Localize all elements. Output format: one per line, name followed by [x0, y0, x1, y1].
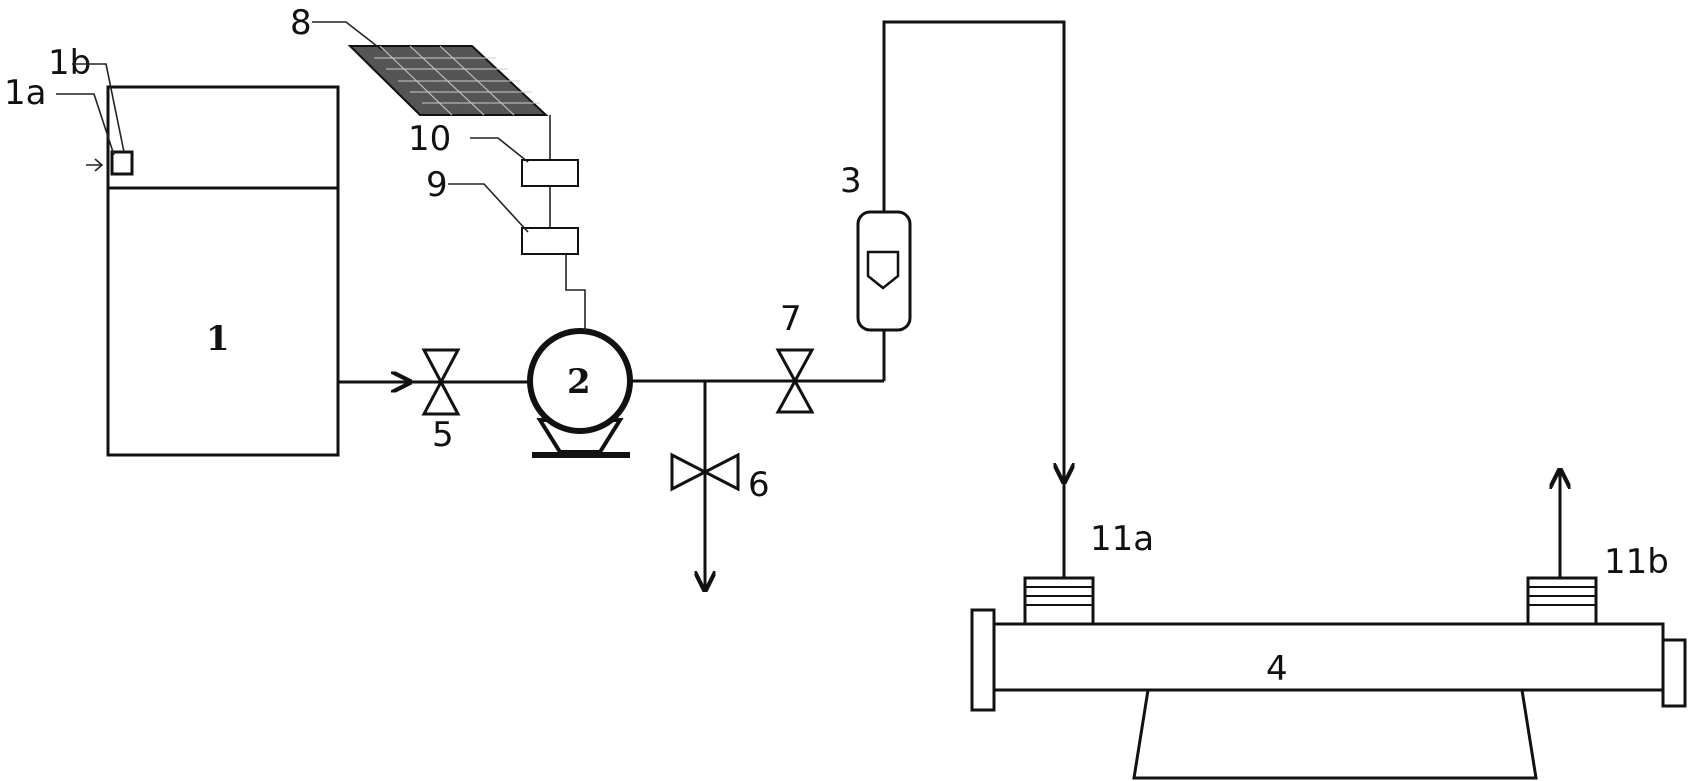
- leader-1a: [56, 93, 115, 156]
- valve-outlet: [775, 348, 815, 414]
- valve-inlet: [421, 348, 461, 416]
- tank-inlet-arrow-icon: [86, 158, 104, 172]
- controller-10-label: 10: [408, 119, 451, 159]
- wire-9-pump: [565, 254, 586, 331]
- tank-inlet-label: 1a: [4, 73, 46, 113]
- tank-sensor: [110, 150, 134, 176]
- valve-inlet-label: 5: [432, 415, 454, 455]
- tank-label: 1: [206, 319, 230, 359]
- pump: [527, 328, 633, 458]
- reactor-label: 4: [1266, 649, 1288, 689]
- valve-drain-label: 6: [748, 465, 770, 505]
- pump-label: 2: [567, 362, 591, 402]
- port-in-label: 11a: [1090, 519, 1154, 559]
- controller-10: [521, 159, 579, 187]
- controller-9: [521, 227, 579, 255]
- flowmeter-label: 3: [840, 161, 862, 201]
- leader-8: [312, 21, 383, 51]
- valve-outlet-label: 7: [780, 299, 802, 339]
- solar-panel-label: 8: [290, 3, 312, 43]
- leader-1b: [72, 63, 125, 153]
- leader-10: [470, 137, 529, 163]
- pipe-to-reactor: [882, 20, 1066, 482]
- port-out: [1526, 576, 1598, 626]
- port-out-label: 11b: [1604, 542, 1669, 582]
- reactor: [970, 608, 1687, 780]
- tank-sensor-label: 1b: [48, 43, 91, 83]
- solar-panel: [347, 45, 549, 116]
- flowmeter-float-icon: [866, 250, 900, 290]
- valve-drain: [670, 452, 740, 492]
- controller-9-label: 9: [426, 165, 448, 205]
- tank: [86, 85, 340, 457]
- leader-9: [448, 183, 529, 233]
- port-in: [1023, 576, 1095, 626]
